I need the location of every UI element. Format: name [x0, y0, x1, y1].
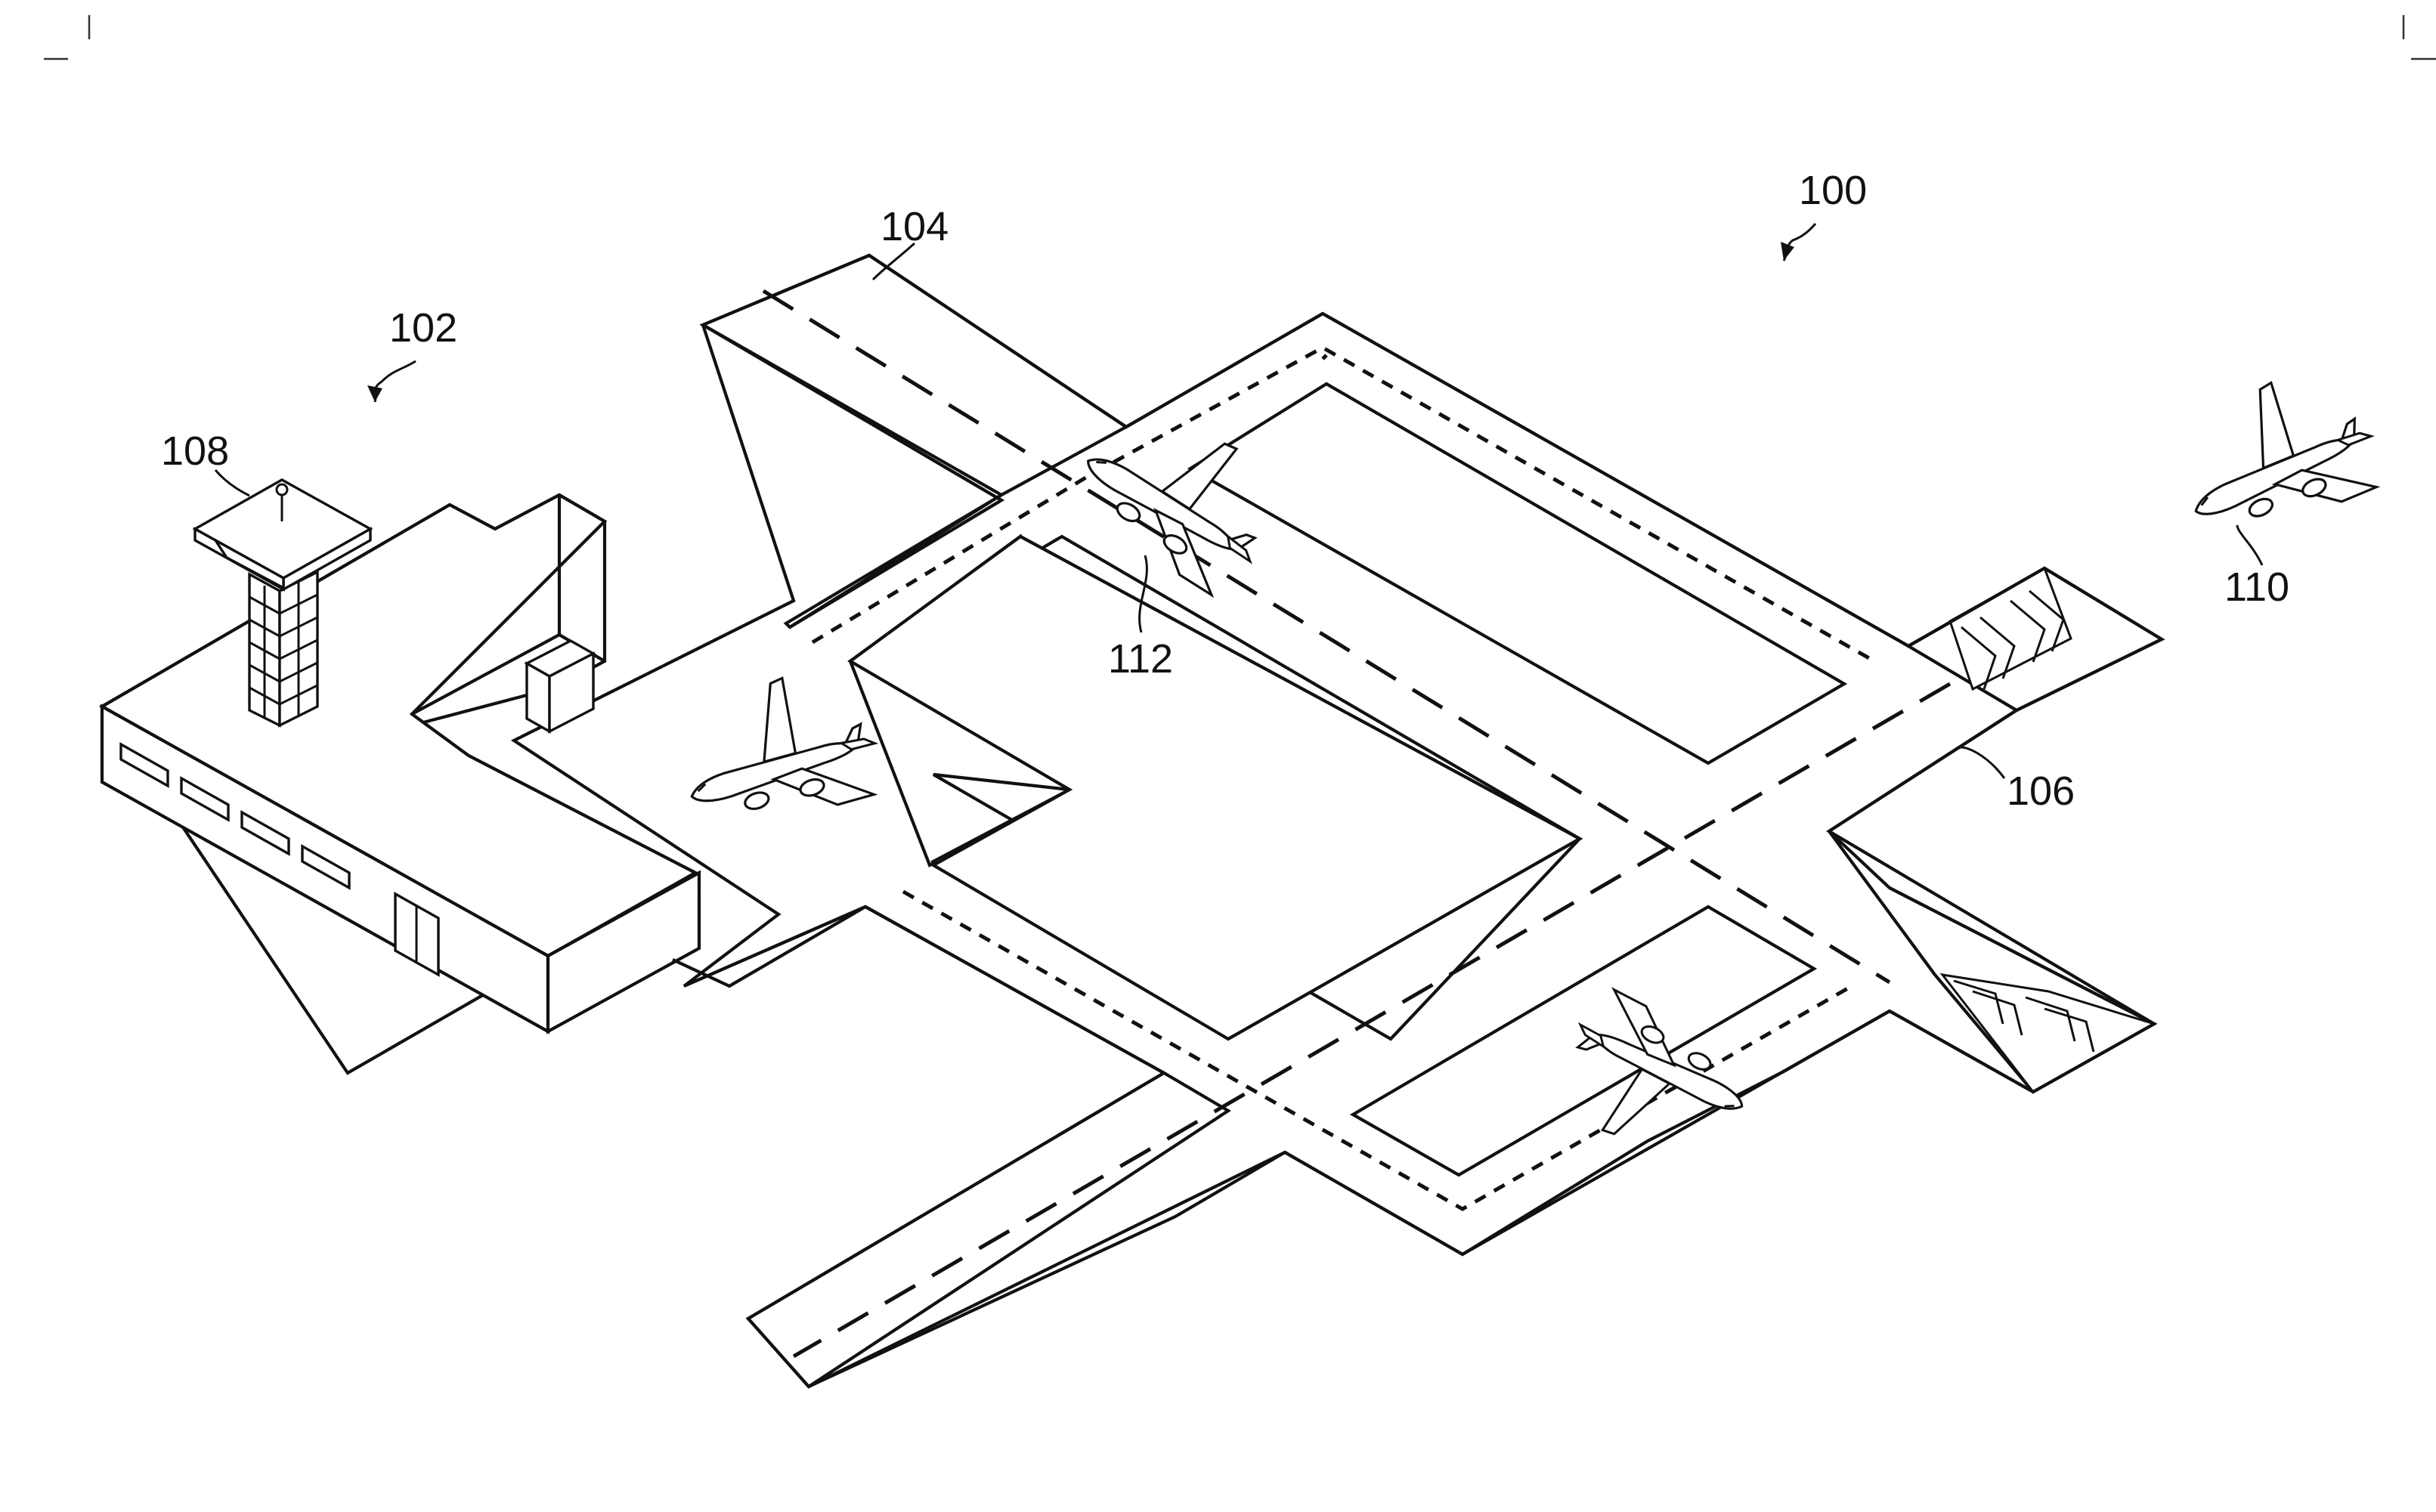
aircraft-airborne-110	[2160, 354, 2391, 560]
label-110: 110	[2224, 564, 2289, 610]
label-108: 108	[161, 428, 229, 474]
crop-marks	[44, 15, 2436, 59]
label-112: 112	[1108, 636, 1173, 682]
label-102: 102	[389, 305, 457, 351]
label-106: 106	[2007, 768, 2075, 814]
label-104: 104	[881, 204, 949, 249]
arrowheads	[367, 242, 1794, 402]
label-100: 100	[1799, 168, 1867, 213]
